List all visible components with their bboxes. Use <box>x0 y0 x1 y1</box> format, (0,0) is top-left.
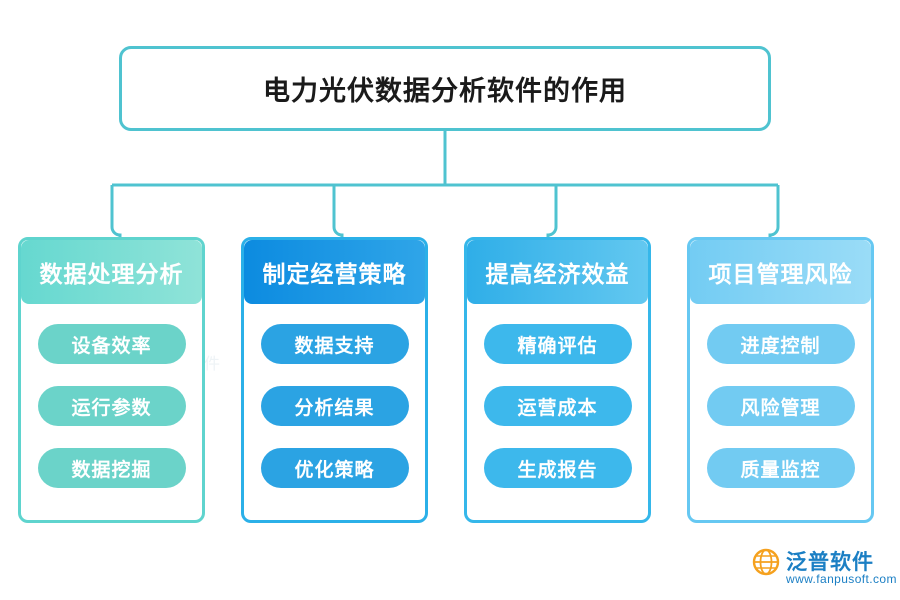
branch-column-1: 数据处理分析 设备效率 运行参数 数据挖掘 <box>18 237 205 523</box>
branch-item-list-3: 精确评估 运营成本 生成报告 <box>467 324 648 488</box>
branch-item: 优化策略 <box>260 448 409 488</box>
branch-header-label-2: 制定经营策略 <box>262 261 407 287</box>
branch-header-4: 项目管理风险 <box>690 240 871 304</box>
branch-column-3: 提高经济效益 精确评估 运营成本 生成报告 <box>464 237 651 523</box>
branch-header-2: 制定经营策略 <box>244 240 425 304</box>
branch-item: 数据挖掘 <box>37 448 186 488</box>
root-title: 电力光伏数据分析软件的作用 <box>263 76 627 106</box>
branch-header-label-1: 数据处理分析 <box>39 261 184 287</box>
branch-item: 质量监控 <box>706 448 855 488</box>
branch-item-list-1: 设备效率 运行参数 数据挖掘 <box>21 324 202 488</box>
logo-url: www.fanpusoft.com <box>786 572 897 586</box>
branch-item: 生成报告 <box>483 448 632 488</box>
branch-item-list-4: 进度控制 风险管理 质量监控 <box>690 324 871 488</box>
vendor-logo: 泛普软件 www.fanpusoft.com <box>752 546 896 592</box>
branch-item: 数据支持 <box>260 324 409 364</box>
branch-item: 运行参数 <box>37 386 186 426</box>
branch-item: 运营成本 <box>483 386 632 426</box>
branch-header-label-3: 提高经济效益 <box>485 261 630 287</box>
branch-item: 精确评估 <box>483 324 632 364</box>
branch-item: 进度控制 <box>706 324 855 364</box>
branch-header-label-4: 项目管理风险 <box>708 261 853 287</box>
branch-header-3: 提高经济效益 <box>467 240 648 304</box>
branch-header-1: 数据处理分析 <box>21 240 202 304</box>
branch-item: 分析结果 <box>260 386 409 426</box>
branch-item: 设备效率 <box>37 324 186 364</box>
branch-item: 风险管理 <box>706 386 855 426</box>
branch-column-2: 制定经营策略 数据支持 分析结果 优化策略 <box>241 237 428 523</box>
globe-icon <box>752 548 780 576</box>
branch-column-4: 项目管理风险 进度控制 风险管理 质量监控 <box>687 237 874 523</box>
logo-name: 泛普软件 <box>786 551 874 574</box>
root-node: 电力光伏数据分析软件的作用 <box>119 46 771 131</box>
branch-item-list-2: 数据支持 分析结果 优化策略 <box>244 324 425 488</box>
